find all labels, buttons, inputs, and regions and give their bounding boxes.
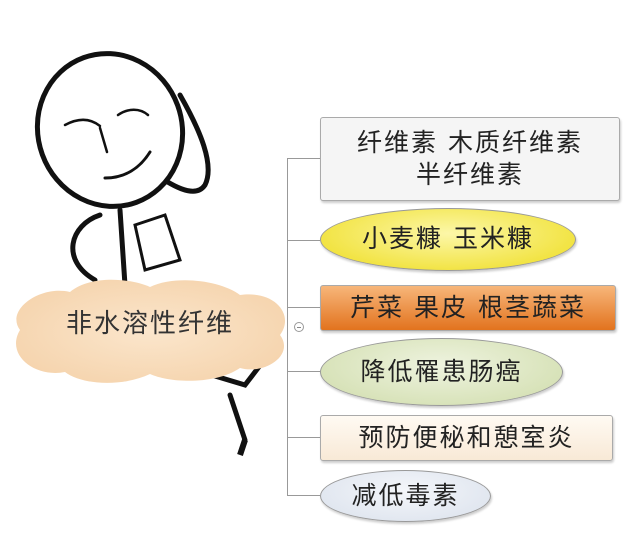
- connector: [287, 240, 320, 241]
- branch-vegetables[interactable]: 芹菜 果皮 根茎蔬菜: [320, 285, 616, 331]
- branch-cancer[interactable]: 降低罹患肠癌: [320, 338, 563, 406]
- connector: [287, 307, 320, 308]
- central-topic[interactable]: 非水溶性纤维: [65, 309, 234, 339]
- branch-toxins[interactable]: 减低毒素: [320, 470, 491, 522]
- branch-bran[interactable]: 小麦糠 玉米糠: [320, 208, 576, 271]
- connector: [287, 158, 320, 159]
- central-topic-cloud: [16, 279, 286, 383]
- connector-trunk: [287, 158, 288, 496]
- connector: [287, 437, 320, 438]
- branch-fiber-types[interactable]: 纤维素 木质纤维素 半纤维素: [320, 117, 620, 201]
- branch-constipation[interactable]: 预防便秘和憩室炎: [320, 415, 613, 461]
- minus-circle-icon[interactable]: [294, 322, 304, 332]
- connector: [287, 495, 320, 496]
- connector: [287, 371, 320, 372]
